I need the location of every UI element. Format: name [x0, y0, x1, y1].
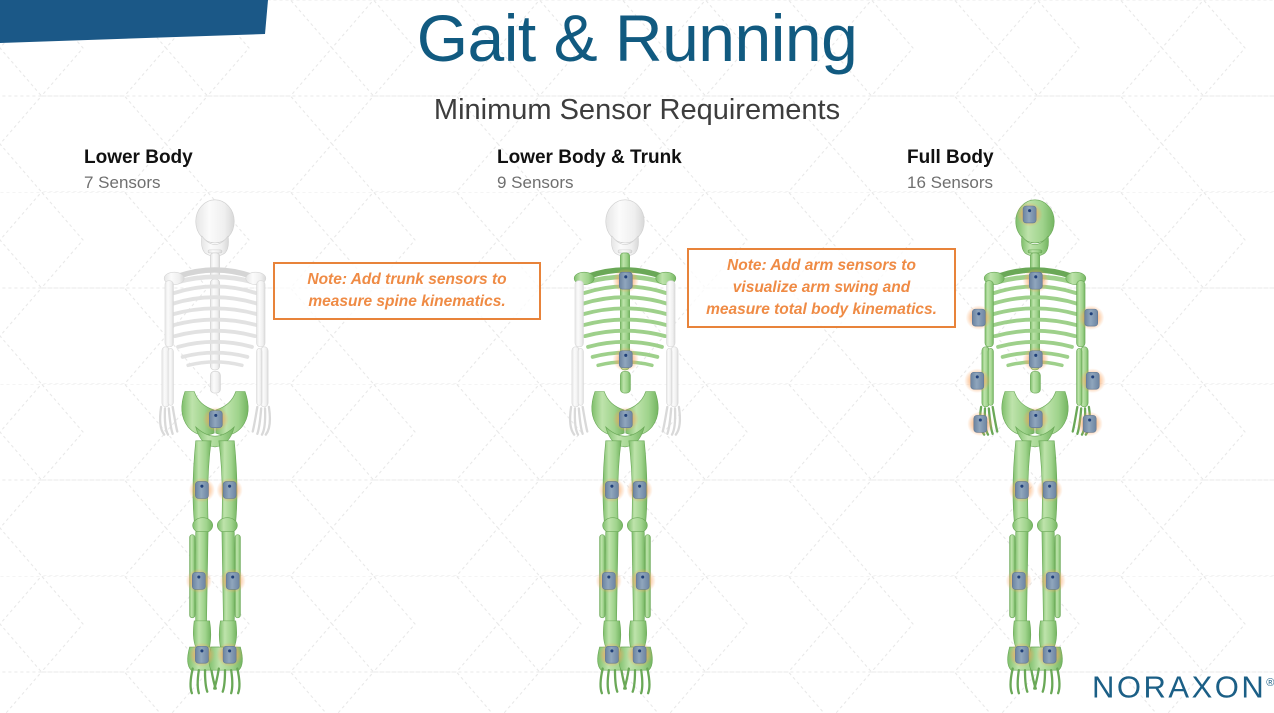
sensor-forearm-right[interactable]	[1079, 368, 1107, 394]
sensor-hand-left[interactable]	[966, 411, 994, 437]
sensor-shank-left[interactable]	[1005, 568, 1033, 594]
sensor-upper-arm-right[interactable]	[1077, 304, 1105, 331]
sensor-thigh-right[interactable]	[216, 477, 244, 503]
skeleton-figure-full-body	[940, 196, 1130, 704]
sensor-mid-spine[interactable]	[1022, 346, 1050, 372]
note-line-2: visualize arm swing and	[732, 279, 911, 296]
sensor-pelvis[interactable]	[202, 406, 230, 432]
sensor-thigh-left[interactable]	[598, 477, 626, 503]
skeleton-figure-lower-body	[120, 196, 310, 704]
sensor-shank-right[interactable]	[629, 568, 657, 594]
sensor-upper-arm-left[interactable]	[965, 304, 993, 331]
note-callout-trunk-sensors: Note: Add trunk sensors to measure spine…	[273, 262, 541, 320]
note-line-1: Note: Add arm sensors to	[727, 257, 916, 274]
page-subtitle: Minimum Sensor Requirements	[433, 94, 841, 126]
sensor-shank-left[interactable]	[595, 568, 623, 594]
sensor-foot-right[interactable]	[626, 642, 654, 668]
sensor-upper-spine[interactable]	[612, 267, 640, 294]
column-header-lower-body: Lower Body 7 Sensors	[84, 146, 193, 194]
sensor-head[interactable]	[1016, 201, 1044, 228]
sensor-foot-left[interactable]	[188, 642, 216, 668]
sensor-foot-right[interactable]	[1036, 642, 1064, 668]
note-line-3: measure total body kinematics.	[706, 301, 937, 318]
column-header-lower-body-and-trunk: Lower Body & Trunk 9 Sensors	[497, 146, 682, 194]
note-line-1: Note: Add trunk sensors to	[307, 271, 507, 288]
sensor-forearm-left[interactable]	[963, 368, 991, 394]
logo-wordmark: NORAXON	[1092, 669, 1267, 705]
column-header-full-body: Full Body 16 Sensors	[907, 146, 994, 194]
skeleton-figure-lower-body-and-trunk	[530, 196, 720, 704]
sensor-shank-left[interactable]	[185, 568, 213, 594]
sensor-thigh-right[interactable]	[1036, 477, 1064, 503]
column-sensor-count: 9 Sensors	[497, 173, 574, 192]
sensor-foot-left[interactable]	[1008, 642, 1036, 668]
sensor-thigh-left[interactable]	[188, 477, 216, 503]
column-title: Lower Body	[84, 147, 193, 168]
note-callout-arm-sensors: Note: Add arm sensors to visualize arm s…	[687, 248, 956, 328]
sensor-pelvis[interactable]	[1022, 406, 1050, 432]
registered-trademark-symbol: ®	[1266, 677, 1274, 689]
sensor-mid-spine[interactable]	[612, 346, 640, 372]
sensor-shank-right[interactable]	[1039, 568, 1067, 594]
sensor-thigh-left[interactable]	[1008, 477, 1036, 503]
column-title: Lower Body & Trunk	[497, 147, 682, 168]
note-line-2: measure spine kinematics.	[308, 293, 506, 310]
column-sensor-count: 16 Sensors	[907, 173, 993, 192]
sensor-marker-group-full-body	[963, 201, 1107, 668]
sensor-shank-right[interactable]	[219, 568, 247, 594]
sensor-thigh-right[interactable]	[626, 477, 654, 503]
sensor-hand-right[interactable]	[1076, 411, 1104, 437]
sensor-foot-left[interactable]	[598, 642, 626, 668]
header-banner-shape	[0, 0, 268, 43]
page-title: Gait & Running	[416, 1, 858, 75]
noraxon-logo: NORAXON®	[1092, 666, 1274, 704]
sensor-foot-right[interactable]	[216, 642, 244, 668]
sensor-pelvis[interactable]	[612, 406, 640, 432]
sensor-upper-spine[interactable]	[1022, 267, 1050, 294]
column-sensor-count: 7 Sensors	[84, 173, 161, 192]
column-title: Full Body	[907, 147, 994, 168]
